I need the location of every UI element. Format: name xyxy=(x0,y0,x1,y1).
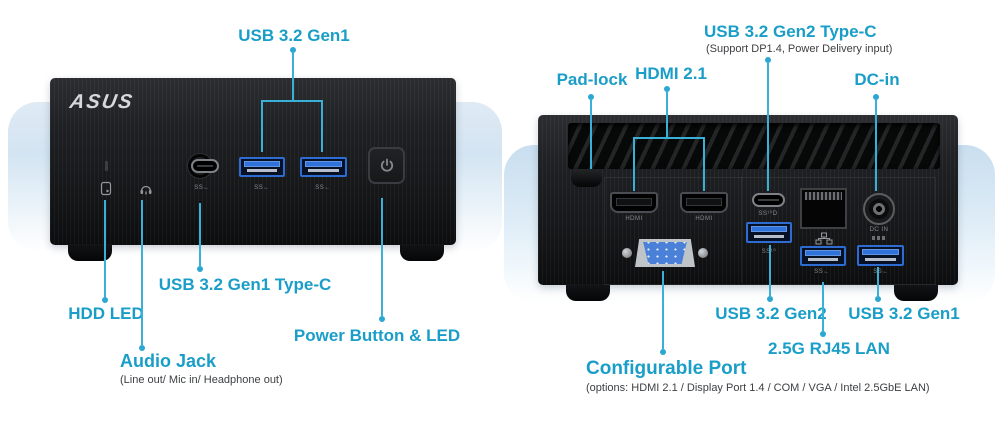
vga-screw xyxy=(622,248,632,258)
vga-screw xyxy=(698,248,708,258)
hdmi-marking: HDMI xyxy=(625,216,643,222)
usb-ss-marking: SS← xyxy=(873,269,889,275)
callout-dot xyxy=(767,296,773,302)
callout-line xyxy=(877,267,879,296)
rubber-foot xyxy=(400,244,444,261)
callout-line xyxy=(822,282,824,331)
callout-dot xyxy=(820,331,826,337)
callout-line xyxy=(767,63,769,191)
callout-front-usb-typec: USB 3.2 Gen1 Type-C xyxy=(158,275,332,294)
callout-dot xyxy=(660,349,666,355)
vga-port xyxy=(622,238,708,268)
rj45-lan-port xyxy=(800,188,847,229)
callout-line xyxy=(199,203,201,266)
rubber-foot xyxy=(894,284,938,301)
asus-logo: ASUS xyxy=(68,91,136,113)
hdd-drive-icon xyxy=(100,181,112,196)
usb-ss-marking: SS¹⁰D xyxy=(758,211,778,217)
power-icon xyxy=(380,158,393,172)
usb-a-port xyxy=(746,222,792,243)
callout-audio-jack-note: (Line out/ Mic in/ Headphone out) xyxy=(120,374,283,386)
callout-bracket xyxy=(633,137,705,139)
usb-a-port xyxy=(239,157,285,177)
callout-hdd-led: HDD LED xyxy=(68,304,144,323)
callout-front-usb-gen1: USB 3.2 Gen1 xyxy=(238,26,350,45)
callout-back-usb-typec: USB 3.2 Gen2 Type-C xyxy=(704,22,877,41)
usb-ss-marking: SS← xyxy=(254,185,270,191)
usb-a-port xyxy=(857,245,904,266)
callout-dot xyxy=(664,86,670,92)
callout-dot xyxy=(765,57,771,63)
usb-a-port xyxy=(300,157,347,177)
rubber-foot xyxy=(68,244,112,261)
callout-lan: 2.5G RJ45 LAN xyxy=(768,339,890,358)
usb-a-port xyxy=(800,246,846,266)
power-button xyxy=(368,147,405,184)
callout-line xyxy=(104,200,106,297)
callout-hdmi: HDMI 2.1 xyxy=(635,64,707,83)
hdmi-port xyxy=(610,192,658,213)
callout-pad-lock: Pad-lock xyxy=(556,70,628,89)
callout-dot xyxy=(588,94,594,100)
callout-dot xyxy=(197,266,203,272)
callout-dot xyxy=(875,296,881,302)
callout-audio-jack: Audio Jack xyxy=(120,351,217,371)
usb-c-port xyxy=(191,159,219,173)
rubber-foot xyxy=(566,284,610,301)
callout-dot xyxy=(873,94,879,100)
vga-connector xyxy=(643,242,687,264)
hdd-led xyxy=(105,161,108,171)
callout-line xyxy=(590,100,592,169)
callout-power-button: Power Button & LED xyxy=(293,326,461,345)
usb-c-port xyxy=(752,193,785,207)
callout-back-usb-gen2: USB 3.2 Gen2 xyxy=(715,304,827,323)
callout-back-usb-typec-note: (Support DP1.4, Power Delivery input) xyxy=(706,43,893,55)
callout-line xyxy=(703,137,705,191)
usb-ss-marking: SS← xyxy=(814,269,830,275)
callout-dot xyxy=(102,297,108,303)
callout-dot xyxy=(139,345,145,351)
hdmi-port xyxy=(680,192,728,213)
network-nodes-icon xyxy=(815,232,833,245)
dc-in-marking: DC IN xyxy=(869,227,889,233)
mini-pc-back-view: HDMI HDMI SS¹⁰D SS¹⁰ DC IN SS← SS← xyxy=(538,115,958,301)
callout-line xyxy=(875,100,877,191)
callout-dot xyxy=(379,316,385,322)
vent-grille xyxy=(568,123,940,169)
callout-line xyxy=(141,200,143,345)
hdmi-marking: HDMI xyxy=(695,216,713,222)
callout-configurable-port-note: (options: HDMI 2.1 / Display Port 1.4 / … xyxy=(586,382,930,394)
callout-configurable-port: Configurable Port xyxy=(586,358,747,379)
callout-bracket xyxy=(261,100,323,102)
panel-divider xyxy=(741,177,742,283)
dc-in-port xyxy=(863,193,895,225)
callout-line xyxy=(662,271,664,349)
callout-dot xyxy=(290,47,296,53)
dc-in-polarity-marking xyxy=(872,236,886,240)
callout-line xyxy=(321,100,323,152)
callout-line xyxy=(666,92,668,137)
usb-ss-marking: SS← xyxy=(315,185,331,191)
padlock-tab xyxy=(571,169,602,187)
callout-dc-in: DC-in xyxy=(854,70,900,89)
callout-line xyxy=(292,53,294,100)
callout-line xyxy=(769,245,771,296)
callout-line xyxy=(381,198,383,316)
headset-icon xyxy=(140,185,152,195)
callout-back-usb-gen1: USB 3.2 Gen1 xyxy=(848,304,960,323)
usb-ss-marking: SS¹⁰ xyxy=(762,248,776,255)
usb-ss-marking: SS← xyxy=(194,185,210,191)
mini-pc-front-view: ASUS SS← SS← SS← xyxy=(50,78,456,261)
callout-line xyxy=(261,100,263,152)
callout-line xyxy=(633,137,635,191)
